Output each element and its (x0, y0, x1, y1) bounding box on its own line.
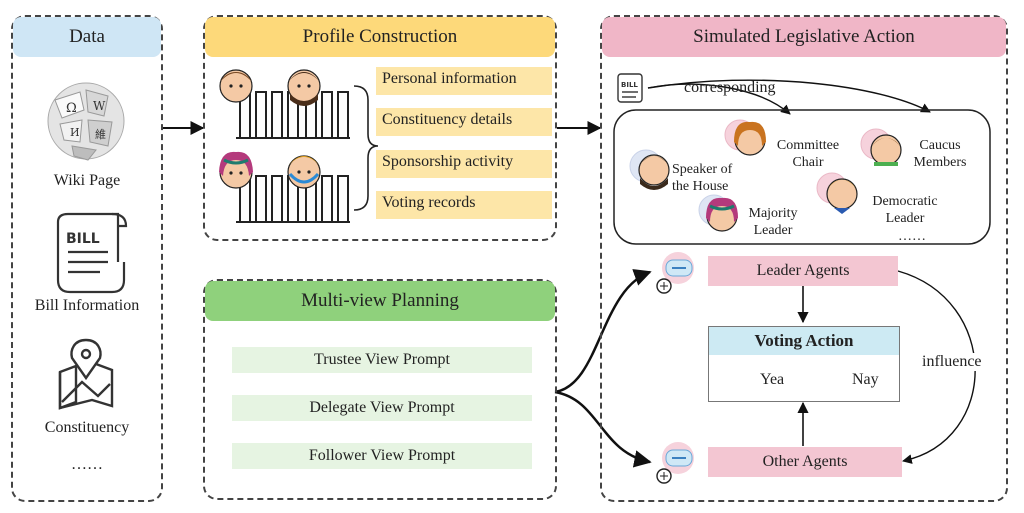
multi-view-planning-title: Multi-view Planning (205, 281, 555, 321)
bill-information-label: Bill Information (34, 297, 140, 314)
leader-agents-box: Leader Agents (708, 256, 898, 286)
legislator-avatar-icon (219, 69, 253, 103)
wiki-page-label: Wiki Page (53, 172, 121, 189)
tag-constituency-details: Constituency details (376, 108, 552, 136)
legislator-avatar-icon (219, 151, 253, 189)
server-stack-icons (236, 91, 350, 223)
svg-text:W: W (93, 99, 106, 113)
tag-personal-information: Personal information (376, 67, 552, 95)
svg-text:Ω: Ω (66, 101, 77, 116)
committee-chair-avatar-icon (724, 119, 766, 156)
ai-agent-icon (656, 252, 694, 294)
simulated-legislative-action-panel (600, 15, 1008, 502)
profile-brace (353, 85, 379, 211)
bill-document-icon-label: BILL (621, 81, 638, 89)
voting-action-box: Voting Action (708, 326, 900, 402)
multi-view-planning-panel (203, 279, 557, 500)
delegate-view-prompt: Delegate View Prompt (232, 395, 532, 421)
majority-leader-avatar-icon (698, 194, 738, 232)
arrow-corresponding-caucus (647, 79, 931, 113)
tag-sponsorship-activity: Sponsorship activity (376, 150, 552, 178)
roles-more-ellipsis: …… (898, 229, 926, 244)
yea-label: Yea (760, 371, 785, 388)
caucus-members-avatar-icon (860, 128, 902, 166)
nay-label: Nay (852, 371, 879, 388)
legislator-avatar-icon (287, 155, 321, 189)
wikipedia-globe-icon: Ω W И 維 (47, 82, 125, 161)
data-panel-title: Data (13, 17, 161, 57)
voting-action-title: Voting Action (709, 327, 899, 355)
svg-text:И: И (70, 126, 80, 139)
constituency-label: Constituency (44, 419, 130, 436)
follower-view-prompt: Follower View Prompt (232, 443, 532, 469)
corresponding-label: corresponding (684, 79, 776, 96)
ai-agent-icon (656, 442, 694, 484)
data-more-ellipsis: …… (71, 456, 103, 473)
profile-construction-panel (203, 15, 557, 241)
legislator-avatar-icon (287, 69, 321, 106)
democratic-leader-avatar-icon (816, 172, 858, 214)
tag-voting-records: Voting records (376, 191, 552, 219)
legislator-region (613, 109, 991, 245)
trustee-view-prompt: Trustee View Prompt (232, 347, 532, 373)
simulated-legislative-action-title: Simulated Legislative Action (602, 17, 1006, 57)
speaker-avatar-icon (629, 149, 670, 190)
map-pin-icon (58, 338, 114, 410)
data-panel (11, 15, 163, 502)
profile-construction-title: Profile Construction (205, 17, 555, 57)
bill-scroll-icon (56, 212, 128, 294)
other-agents-box: Other Agents (708, 447, 902, 477)
bill-document-icon (617, 73, 643, 103)
bill-scroll-icon-label: BILL (66, 231, 100, 247)
svg-text:維: 維 (95, 128, 106, 141)
influence-label: influence (920, 353, 984, 371)
